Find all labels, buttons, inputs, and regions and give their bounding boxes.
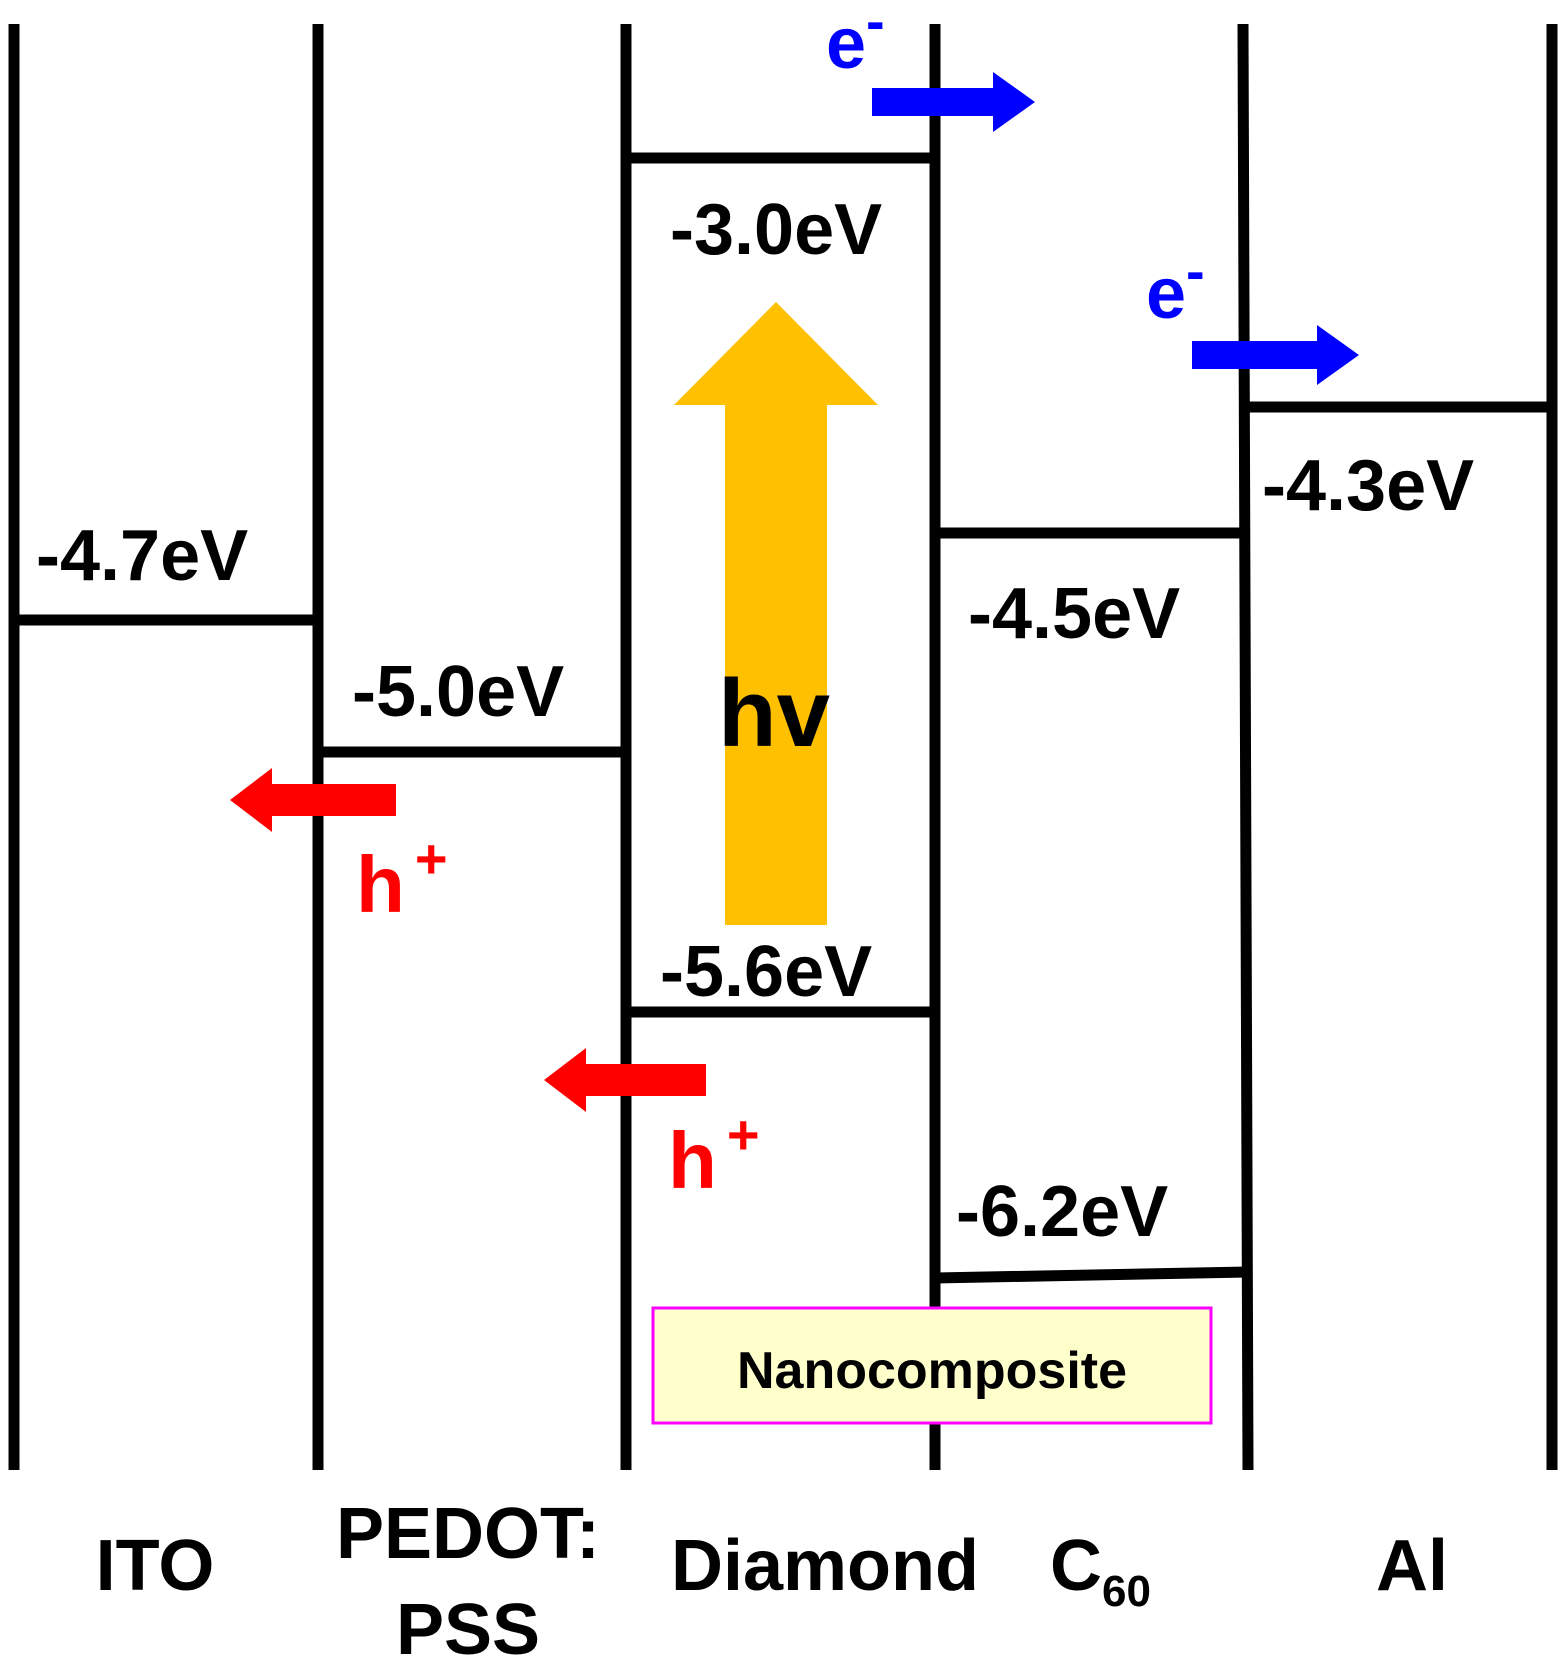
ito-level-label: -4.7eV	[36, 516, 248, 596]
al-level-label: -4.3eV	[1262, 446, 1474, 526]
photon-arrow	[674, 302, 878, 925]
layer-name-ito: ITO	[96, 1526, 215, 1606]
diamond-homo-label: -5.6eV	[660, 932, 872, 1012]
layer-name-diamond: Diamond	[671, 1526, 979, 1606]
c60-lumo-label: -4.5eV	[968, 574, 1180, 654]
electron-arrow-1	[872, 72, 1035, 132]
hole-label-2: h+	[668, 1103, 760, 1205]
layer-name-al: Al	[1376, 1526, 1448, 1606]
boundary-5	[1237, 23, 1254, 1471]
c60-homo-line	[934, 1266, 1249, 1284]
hole-arrow-2	[544, 1048, 706, 1112]
photon-label: hv	[718, 660, 830, 767]
hole-label-1: h+	[356, 827, 448, 929]
nanocomposite-box	[651, 1306, 1213, 1425]
energy-levels	[14, 152, 1552, 1284]
electron-arrow-2	[1192, 325, 1359, 385]
layer-name-pedot-line2: PSS	[396, 1590, 540, 1669]
pedot-level-label: -5.0eV	[352, 652, 564, 732]
hole-arrow-1	[230, 768, 396, 832]
nanocomposite-label: Nanocomposite	[737, 1342, 1127, 1400]
diamond-lumo-label: -3.0eV	[670, 190, 882, 270]
electron-label-1: e-	[826, 0, 885, 84]
layer-name-c60: C60	[1050, 1526, 1151, 1616]
electron-label-2: e-	[1146, 239, 1205, 334]
c60-homo-label: -6.2eV	[956, 1172, 1168, 1252]
layer-name-pedot-line1: PEDOT:	[336, 1494, 600, 1574]
